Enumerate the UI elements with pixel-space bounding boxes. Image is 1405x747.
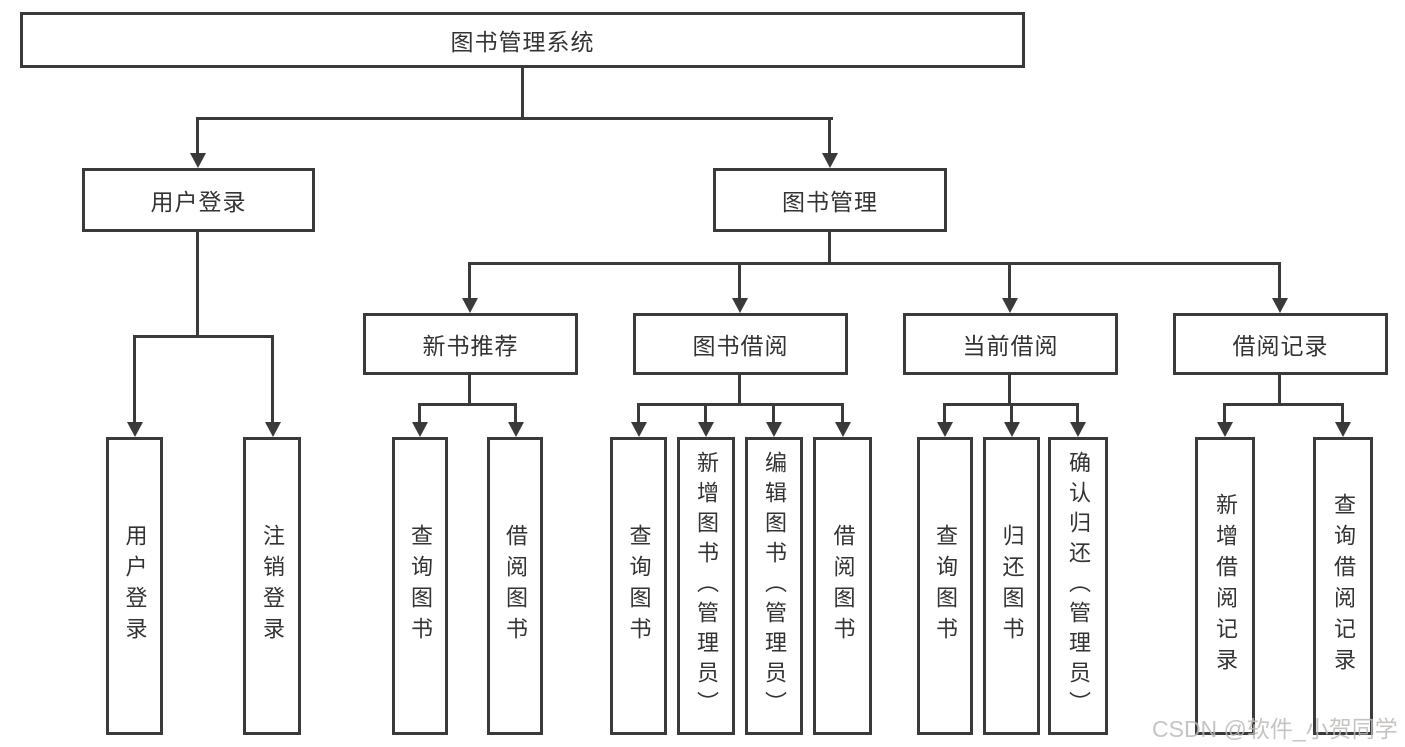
node-library-management-system: 图书管理系统 <box>20 12 1025 68</box>
leaf-logout: 注销登录 <box>243 437 301 735</box>
leaf-add-books-admin: 新增图书（管理员） <box>677 437 735 735</box>
leaf-return-books: 归还图书 <box>983 437 1040 735</box>
connector-v <box>828 117 831 153</box>
node-new-book-recommendation: 新书推荐 <box>363 313 578 375</box>
connector-v <box>468 262 471 299</box>
node-book-borrowing: 图书借阅 <box>633 313 848 375</box>
leaf-query-books-recommend: 查询图书 <box>392 437 448 735</box>
arrow-down-icon <box>1272 298 1288 313</box>
connector-h <box>196 117 833 120</box>
connector-v <box>828 232 831 265</box>
arrow-down-icon <box>127 422 143 437</box>
leaf-edit-books-admin: 编辑图书（管理员） <box>745 437 803 735</box>
leaf-query-books-borrow: 查询图书 <box>610 437 667 735</box>
connector-v <box>1008 262 1011 299</box>
arrow-down-icon <box>835 422 851 437</box>
arrow-down-icon <box>265 422 281 437</box>
arrow-down-icon <box>1335 422 1351 437</box>
connector-v <box>468 375 471 406</box>
connector-h <box>637 403 844 406</box>
arrow-down-icon <box>766 422 782 437</box>
connector-v <box>271 335 274 422</box>
connector-v <box>521 68 524 120</box>
connector-v <box>196 232 199 338</box>
arrow-down-icon <box>698 422 714 437</box>
arrow-down-icon <box>937 422 953 437</box>
connector-v <box>514 403 517 422</box>
leaf-add-borrow-record: 新增借阅记录 <box>1195 437 1255 735</box>
arrow-down-icon <box>732 298 748 313</box>
node-current-borrowing: 当前借阅 <box>903 313 1118 375</box>
arrow-down-icon <box>462 298 478 313</box>
connector-v <box>1278 262 1281 299</box>
connector-v <box>738 262 741 299</box>
node-user-login: 用户登录 <box>82 168 315 232</box>
connector-v <box>637 403 640 422</box>
leaf-query-borrow-record: 查询借阅记录 <box>1313 437 1373 735</box>
arrow-down-icon <box>1217 422 1233 437</box>
connector-v <box>1223 403 1226 422</box>
connector-v <box>772 403 775 422</box>
node-borrowing-records: 借阅记录 <box>1173 313 1388 375</box>
connector-v <box>1076 403 1079 422</box>
connector-v <box>1010 403 1013 422</box>
leaf-query-books-current: 查询图书 <box>917 437 973 735</box>
connector-h <box>418 403 517 406</box>
arrow-down-icon <box>1004 422 1020 437</box>
connector-h <box>133 335 274 338</box>
connector-v <box>1278 375 1281 406</box>
connector-v <box>133 335 136 422</box>
connector-v <box>1008 375 1011 406</box>
arrow-down-icon <box>631 422 647 437</box>
arrow-down-icon <box>412 422 428 437</box>
leaf-user-login: 用户登录 <box>106 437 163 735</box>
arrow-down-icon <box>508 422 524 437</box>
connector-v <box>418 403 421 422</box>
connector-h <box>1223 403 1344 406</box>
connector-v <box>841 403 844 422</box>
connector-v <box>738 375 741 406</box>
connector-v <box>704 403 707 422</box>
connector-v <box>943 403 946 422</box>
csdn-watermark: CSDN @软件_小贺同学 <box>1152 716 1398 742</box>
node-book-management: 图书管理 <box>713 168 947 232</box>
arrow-down-icon <box>190 153 206 168</box>
arrow-down-icon <box>1002 298 1018 313</box>
arrow-down-icon <box>822 153 838 168</box>
connector-h <box>468 262 1281 265</box>
arrow-down-icon <box>1070 422 1086 437</box>
connector-v <box>1341 403 1344 422</box>
leaf-borrow-books-recommend: 借阅图书 <box>487 437 543 735</box>
leaf-confirm-return-admin: 确认归还（管理员） <box>1048 437 1108 735</box>
connector-v <box>196 117 199 153</box>
leaf-borrow-books: 借阅图书 <box>813 437 872 735</box>
